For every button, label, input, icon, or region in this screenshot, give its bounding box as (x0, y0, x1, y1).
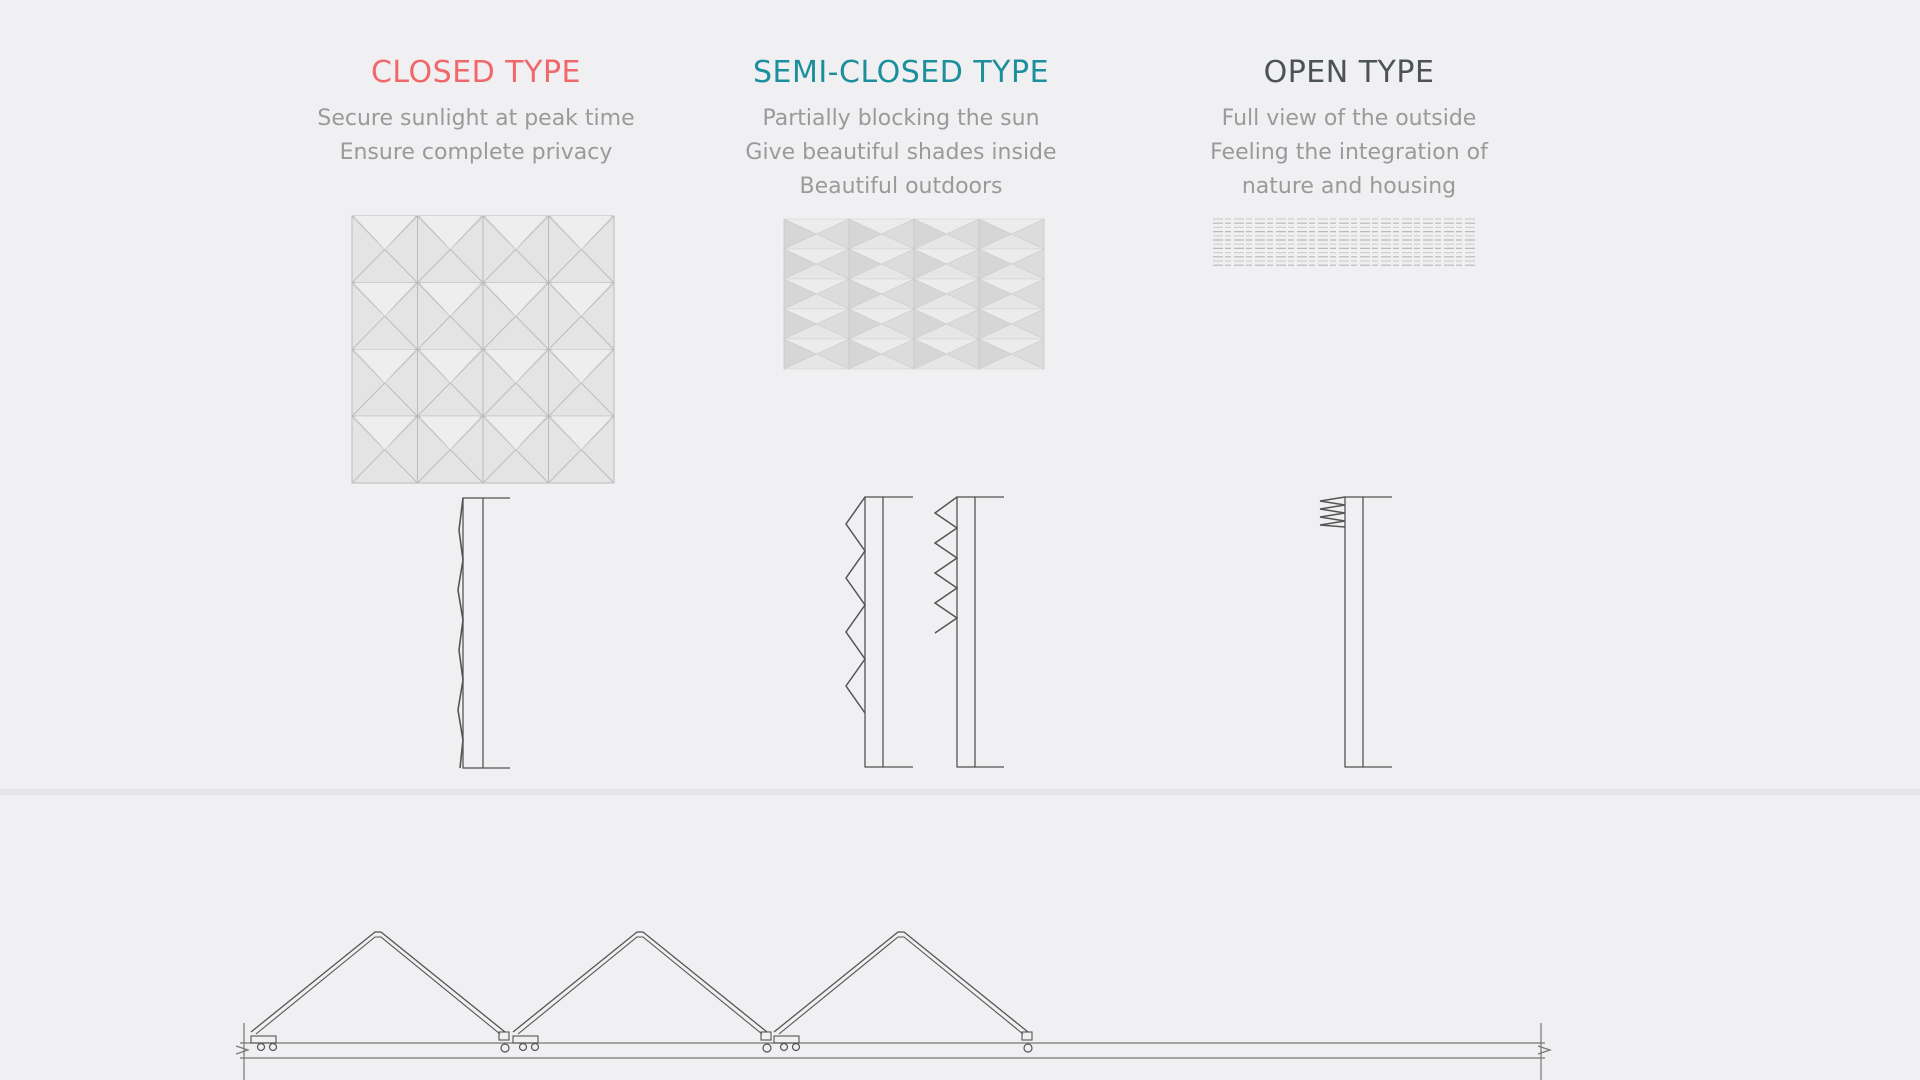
open-type-title: OPEN TYPE (1263, 55, 1435, 90)
semi-panel-cell (978, 278, 1045, 310)
closed-panel-tile (351, 215, 418, 284)
open-section (1319, 496, 1392, 768)
semi-closed-type-description: Partially blocking the sun Give beautifu… (681, 102, 1121, 204)
open-panel-elevation (1213, 218, 1475, 266)
closed-panel-tile (482, 215, 549, 284)
semi-closed-type-title: SEMI-CLOSED TYPE (752, 55, 1050, 90)
closed-panel-elevation (351, 215, 615, 484)
closed-panel-tile (417, 215, 484, 284)
closed-panel-tile (482, 282, 549, 350)
semi-panel-cell (913, 308, 980, 340)
semi-panel-cell (978, 218, 1045, 250)
semi-closed-section-a (845, 496, 913, 768)
closed-type-title: CLOSED TYPE (370, 55, 582, 90)
semi-panel-cell (913, 278, 980, 310)
open-type-line-3: nature and housing (1241, 174, 1457, 199)
semi-panel-cell (848, 278, 915, 310)
track-roller (530, 1042, 540, 1052)
semi-panel-cell (848, 338, 915, 370)
semi-panel-cell (848, 308, 915, 340)
semi-closed-type-line-3: Beautiful outdoors (799, 174, 1003, 199)
track-roller (268, 1042, 278, 1052)
open-type-column: OPEN TYPE Full view of the outside Feeli… (1129, 52, 1569, 204)
closed-panel-tile (482, 349, 549, 417)
folded-panels (250, 931, 1033, 1053)
track-pivot (1023, 1043, 1033, 1053)
semi-panel-cell (978, 248, 1045, 280)
semi-panel-cell (783, 308, 850, 340)
semi-panel-cell (848, 248, 915, 280)
semi-panel-cell (913, 218, 980, 250)
track-pivot (500, 1043, 510, 1053)
closed-type-line-2: Ensure complete privacy (339, 140, 613, 165)
semi-panel-cell (913, 248, 980, 280)
closed-panel-tile (548, 415, 615, 484)
semi-panel-cell (783, 218, 850, 250)
track-roller (779, 1042, 789, 1052)
closed-type-description: Secure sunlight at peak time Ensure comp… (256, 102, 696, 170)
semi-panel-cell (978, 338, 1045, 370)
open-type-line-2: Feeling the integration of (1210, 140, 1488, 165)
closed-panel-tile (351, 415, 418, 484)
semi-closed-type-line-1: Partially blocking the sun (762, 106, 1040, 131)
semi-closed-section-b (933, 496, 1004, 768)
semi-panel-cell (783, 278, 850, 310)
closed-type-line-1: Secure sunlight at peak time (317, 106, 635, 131)
open-type-line-1: Full view of the outside (1221, 106, 1477, 131)
semi-panel-cell (978, 308, 1045, 340)
semi-closed-panel-elevation (783, 218, 1045, 370)
semi-panel-cell (783, 248, 850, 280)
semi-panel-cell (783, 338, 850, 370)
closed-panel-tile (548, 349, 615, 417)
closed-section (457, 497, 510, 769)
closed-panel-tile (351, 282, 418, 350)
closed-type-column: CLOSED TYPE Secure sunlight at peak time… (256, 52, 696, 170)
folded-panel (512, 931, 772, 1053)
semi-panel-cell (913, 338, 980, 370)
semi-closed-type-line-2: Give beautiful shades inside (745, 140, 1057, 165)
semi-panel-cell (848, 218, 915, 250)
open-type-description: Full view of the outside Feeling the int… (1129, 102, 1569, 204)
folded-panel (250, 931, 510, 1053)
closed-panel-tile (548, 282, 615, 350)
closed-panel-tile (548, 215, 615, 284)
track-roller (518, 1042, 528, 1052)
track-roller (791, 1042, 801, 1052)
section-divider (0, 789, 1920, 795)
track-pivot (762, 1043, 772, 1053)
closed-panel-tile (482, 415, 549, 484)
track-roller (256, 1042, 266, 1052)
closed-panel-tile (417, 282, 484, 350)
closed-panel-tile (417, 349, 484, 417)
folding-track-section (235, 1023, 1552, 1080)
folded-panel (773, 931, 1033, 1053)
semi-closed-type-column: SEMI-CLOSED TYPE Partially blocking the … (681, 52, 1121, 204)
closed-panel-tile (351, 349, 418, 417)
closed-panel-tile (417, 415, 484, 484)
